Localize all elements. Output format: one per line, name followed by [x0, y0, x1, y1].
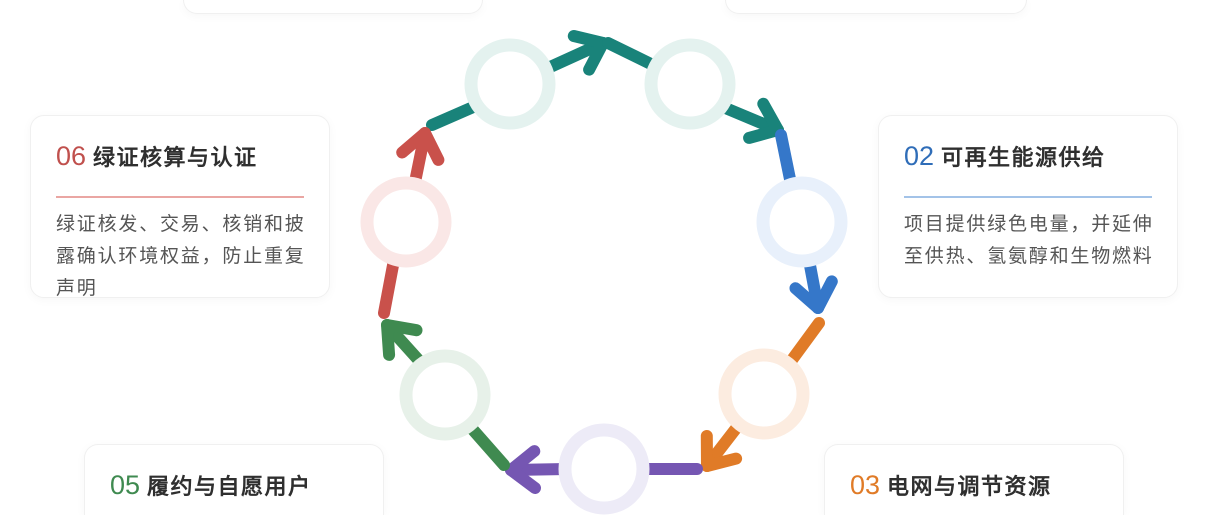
cycle-connector-line: [378, 254, 400, 319]
cycle-connector-line: [717, 101, 784, 136]
step-card-03: 03 电网与调节资源: [824, 444, 1124, 515]
card-heading: 06 绿证核算与认证: [56, 138, 304, 174]
card-heading: 03 电网与调节资源: [850, 467, 1098, 503]
step-title: 绿证核算与认证: [93, 145, 258, 170]
step-title: 履约与自愿用户: [147, 474, 312, 499]
cycle-node-ring: [644, 38, 736, 130]
cycle-node-ring: [718, 348, 810, 440]
cycle-node-ring: [360, 176, 452, 268]
cycle-connector-line: [775, 129, 797, 190]
description-line: 至供热、氢氨醇和生物燃料: [904, 246, 1154, 267]
cycle-arrowhead: [396, 127, 445, 166]
card-heading: 02 可再生能源供给: [904, 138, 1152, 174]
cycle-node-ring: [399, 349, 491, 441]
step-number: 05: [110, 470, 141, 500]
step-number: 03: [850, 470, 881, 500]
description-line: 声明: [56, 278, 98, 299]
cycle-node-ring: [464, 38, 556, 130]
step-card-06: 06 绿证核算与认证 绿证核发、交易、核销和披 露确认环境权益，防止重复 声明: [30, 115, 330, 299]
cycle-connector-line: [542, 37, 609, 74]
cycle-node-ring: [558, 423, 650, 515]
step-title: 可再生能源供给: [941, 145, 1106, 170]
cycle-node-ring: [756, 176, 848, 268]
description-line: 绿证核发、交易、核销和披: [56, 214, 306, 235]
card-heading: 05 履约与自愿用户: [110, 467, 358, 503]
cycle-arrowhead: [381, 319, 423, 361]
step-description: 项目提供绿色电量，并延伸 至供热、氢氨醇和生物燃料: [904, 209, 1152, 273]
cycle-arrowhead: [789, 275, 838, 314]
step-card-partial-top-left: [183, 0, 483, 14]
step-description: 绿证核发、交易、核销和披 露确认环境权益，防止重复 声明: [56, 209, 304, 305]
step-number: 06: [56, 141, 87, 171]
cycle-arrowhead: [505, 445, 541, 494]
step-card-05: 05 履约与自愿用户: [84, 444, 384, 515]
description-line: 项目提供绿色电量，并延伸: [904, 214, 1154, 235]
step-number: 02: [904, 141, 935, 171]
description-line: 露确认环境权益，防止重复: [56, 246, 306, 267]
step-title: 电网与调节资源: [887, 474, 1052, 499]
step-card-02: 02 可再生能源供给 项目提供绿色电量，并延伸 至供热、氢氨醇和生物燃料: [878, 115, 1178, 298]
step-card-partial-top-right: [725, 0, 1027, 14]
cycle-connector-line: [602, 37, 663, 73]
card-divider: [56, 196, 304, 198]
card-divider: [904, 196, 1152, 198]
cycle-arrowhead: [700, 430, 743, 472]
